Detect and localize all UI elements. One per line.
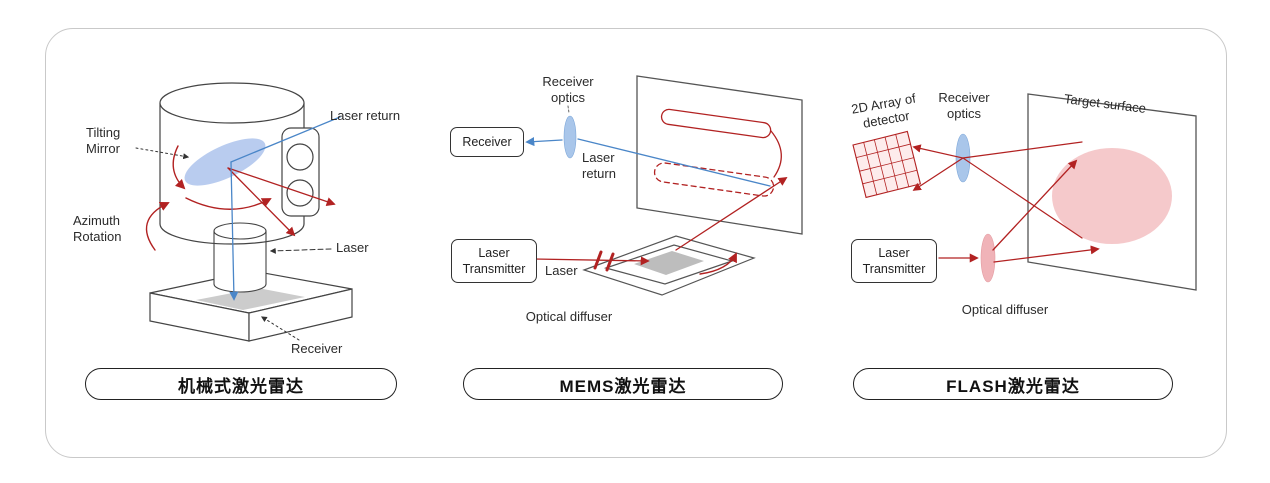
laser-transmitter-box: Laser Transmitter (451, 239, 537, 283)
mirror-tilt-arrow (699, 252, 737, 275)
laser-return-beam (229, 116, 341, 301)
return-beam (525, 137, 771, 187)
tilting-mirror-ellipse (184, 138, 266, 186)
pointer-lines (135, 147, 332, 341)
laser-transmitter-box: Laser Transmitter (851, 239, 937, 283)
receiver-box: Receiver (450, 127, 524, 157)
flash-diagram (852, 93, 1197, 291)
flash-caption: FLASH激光雷达 (853, 368, 1173, 400)
aperture-panel (281, 127, 320, 217)
emitted-rays (938, 159, 1100, 263)
mems-caption: MEMS激光雷达 (463, 368, 783, 400)
laser-out-beams (227, 167, 336, 237)
rotating-cylinder (159, 82, 305, 245)
mems-mirror (582, 235, 756, 296)
laser-path (533, 177, 788, 272)
return-rays (912, 141, 1083, 239)
mechanical-diagram (135, 82, 353, 342)
scan-screen (636, 75, 803, 235)
receiver-lens (563, 115, 577, 159)
raster-scan-pattern (653, 108, 782, 197)
optics-pointer (567, 105, 570, 114)
optical-diffuser-lens (980, 233, 996, 283)
illuminated-spot (1052, 148, 1172, 244)
mechanical-caption: 机械式激光雷达 (85, 368, 397, 400)
laser-column (213, 222, 267, 293)
receiver-pad (196, 288, 305, 310)
detector-array (852, 130, 922, 199)
mems-diagram (525, 75, 803, 296)
